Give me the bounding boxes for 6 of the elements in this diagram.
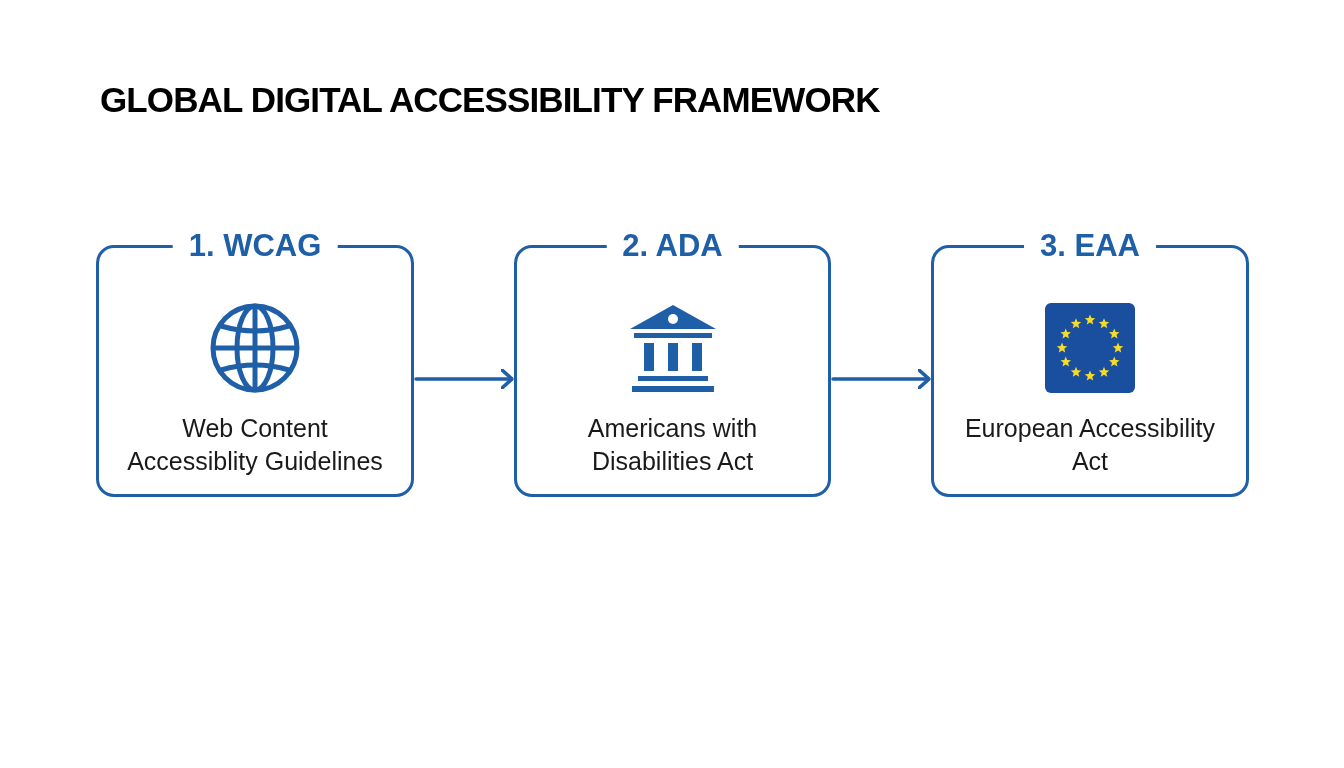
step-description: European Accessibility Act [963, 413, 1217, 477]
arrow [831, 368, 931, 390]
step-description: Web Content Accessiblity Guidelines [126, 413, 384, 477]
title: GLOBAL DIGITAL ACCESSIBILITY FRAMEWORK [100, 79, 880, 121]
step-description: Americans with Disabilities Act [586, 413, 759, 477]
arrow [414, 368, 514, 390]
